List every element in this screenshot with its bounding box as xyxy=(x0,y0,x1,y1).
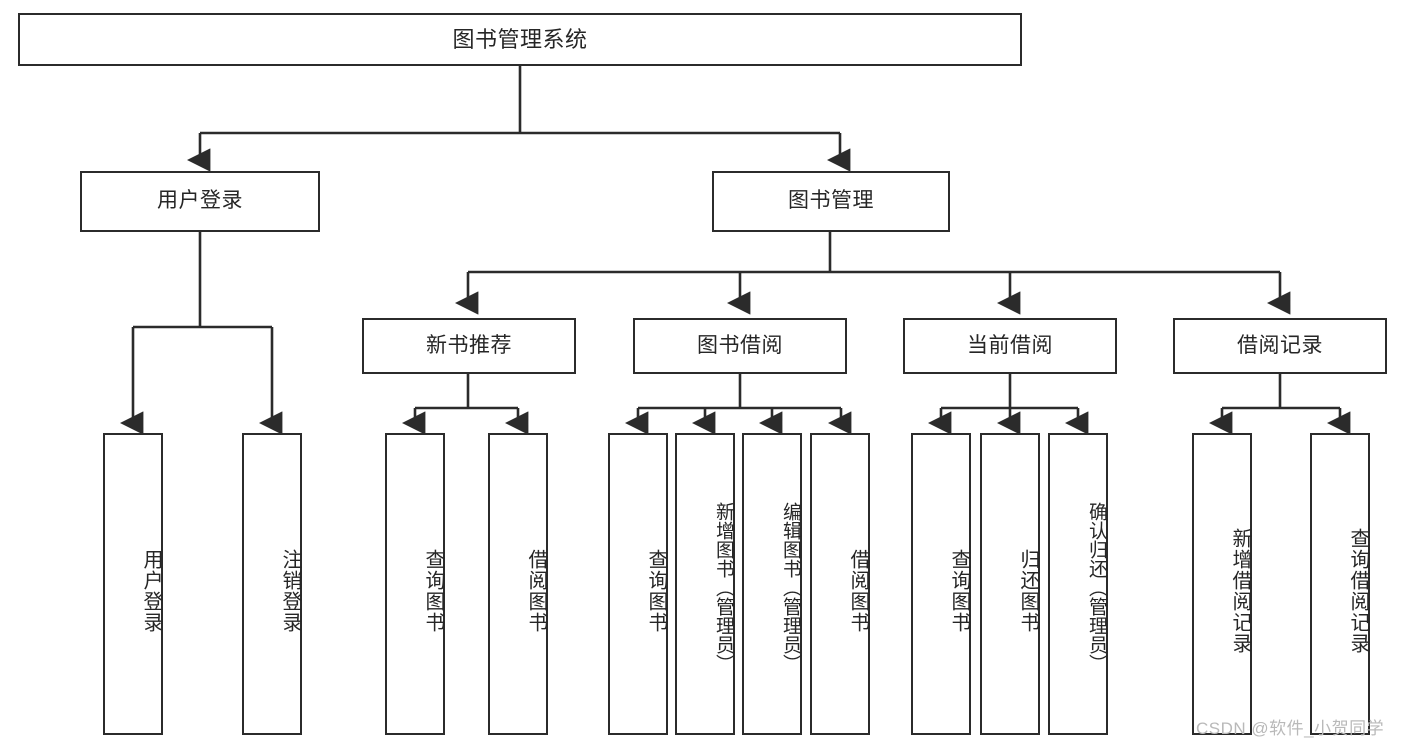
leaf-label: 归还图书 xyxy=(1017,549,1039,633)
node-user-login[interactable]: 用户登录 xyxy=(80,171,320,232)
node-current-borrow[interactable]: 当前借阅 xyxy=(903,318,1117,374)
leaf-records-add-borrow-record[interactable]: 新增借阅记录 xyxy=(1192,433,1252,735)
leaf-new-book-query-books[interactable]: 查询图书 xyxy=(385,433,445,735)
leaf-label: 确认归还（管理员） xyxy=(1086,501,1107,673)
leaf-current-borrow-confirm-return-admin[interactable]: 确认归还（管理员） xyxy=(1048,433,1108,735)
leaf-label: 新增图书（管理员） xyxy=(713,501,734,673)
leaf-current-borrow-query-books[interactable]: 查询图书 xyxy=(911,433,971,735)
leaf-label: 查询借阅记录 xyxy=(1347,528,1369,654)
leaf-label: 借阅图书 xyxy=(847,549,869,633)
leaf-book-borrow-query-books[interactable]: 查询图书 xyxy=(608,433,668,735)
leaf-label: 查询图书 xyxy=(422,549,444,633)
leaf-label: 查询图书 xyxy=(645,549,667,633)
node-borrow-records-label: 借阅记录 xyxy=(1237,333,1323,357)
leaf-user-login-logout[interactable]: 注销登录 xyxy=(242,433,302,735)
leaf-new-book-borrow-books[interactable]: 借阅图书 xyxy=(488,433,548,735)
leaf-label: 查询图书 xyxy=(948,549,970,633)
leaf-label: 借阅图书 xyxy=(525,549,547,633)
node-book-borrow[interactable]: 图书借阅 xyxy=(633,318,847,374)
leaf-current-borrow-return-books[interactable]: 归还图书 xyxy=(980,433,1040,735)
leaf-book-borrow-add-book-admin[interactable]: 新增图书（管理员） xyxy=(675,433,735,735)
node-new-book-recommend[interactable]: 新书推荐 xyxy=(362,318,576,374)
leaf-label: 用户登录 xyxy=(140,549,162,633)
leaf-label: 新增借阅记录 xyxy=(1229,528,1251,654)
leaf-user-login-login[interactable]: 用户登录 xyxy=(103,433,163,735)
leaf-label: 编辑图书（管理员） xyxy=(780,501,801,673)
leaf-records-query-borrow-record[interactable]: 查询借阅记录 xyxy=(1310,433,1370,735)
node-book-borrow-label: 图书借阅 xyxy=(697,333,783,357)
csdn-watermark: CSDN @软件_小贺同学 xyxy=(1196,719,1385,738)
node-book-management-label: 图书管理 xyxy=(788,189,874,213)
leaf-label: 注销登录 xyxy=(279,549,301,633)
node-user-login-label: 用户登录 xyxy=(157,189,243,213)
leaf-book-borrow-borrow-books[interactable]: 借阅图书 xyxy=(810,433,870,735)
node-current-borrow-label: 当前借阅 xyxy=(967,333,1053,357)
node-root-label: 图书管理系统 xyxy=(452,26,588,52)
node-borrow-records[interactable]: 借阅记录 xyxy=(1173,318,1387,374)
node-new-book-recommend-label: 新书推荐 xyxy=(426,333,512,357)
leaf-book-borrow-edit-book-admin[interactable]: 编辑图书（管理员） xyxy=(742,433,802,735)
node-book-management[interactable]: 图书管理 xyxy=(712,171,950,232)
node-root-book-management-system[interactable]: 图书管理系统 xyxy=(18,13,1022,66)
